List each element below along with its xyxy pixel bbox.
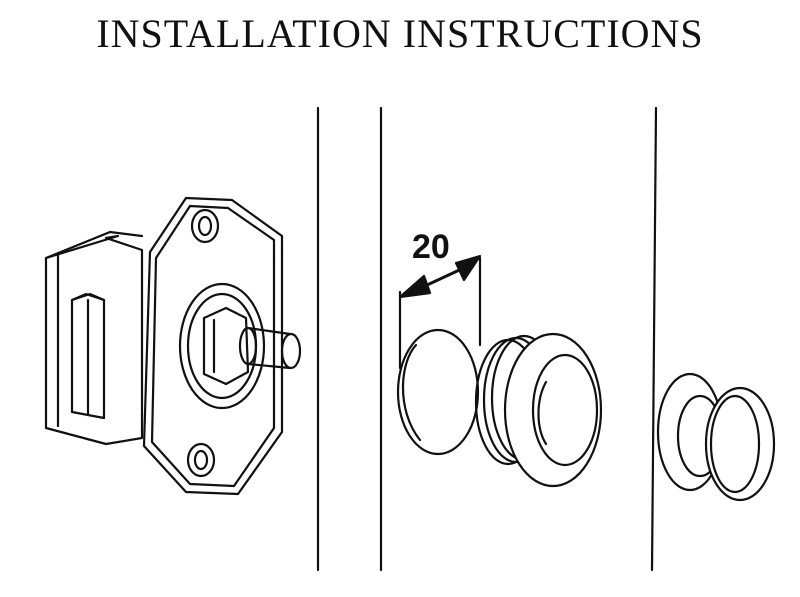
plunger-shaft (246, 326, 292, 370)
dimension-value: 20 (412, 228, 450, 266)
dimension-arrowhead-left (398, 274, 432, 299)
latch-hex-nut (202, 306, 250, 386)
dimension-marker: 20 (398, 228, 482, 370)
sleeve-flange-inner (531, 353, 599, 467)
sleeve-inner-wall (537, 380, 548, 446)
panel-line-right (650, 106, 658, 572)
bottom-mounting-lug (186, 442, 216, 478)
latch-back-top (44, 230, 144, 260)
push-button-cap-icon (656, 372, 776, 502)
latch-side-tab-top (70, 292, 106, 302)
plunger-tip (280, 332, 302, 370)
top-mounting-lug (190, 208, 220, 244)
page-title: INSTALLATION INSTRUCTIONS (96, 11, 704, 56)
top-mounting-hole (197, 215, 213, 237)
latch-front-plate-inner (150, 204, 276, 488)
latch-boss-outer (178, 282, 266, 410)
bore-hole-outer (396, 328, 480, 456)
cabinet-panel-lines (316, 106, 658, 572)
dimension-arrowhead-right (454, 254, 482, 282)
threaded-sleeve-icon (474, 332, 603, 488)
push-button-latch-icon (44, 196, 302, 496)
latch-front-plate (142, 196, 284, 496)
bore-hole-icon (396, 328, 480, 456)
button-cap-rim (709, 394, 761, 494)
latch-back-box (44, 234, 144, 446)
bore-hole-inner-wall (402, 343, 422, 442)
sleeve-flange-outer (503, 332, 603, 488)
bottom-mounting-hole (193, 449, 209, 471)
button-cap-outer (704, 386, 776, 502)
